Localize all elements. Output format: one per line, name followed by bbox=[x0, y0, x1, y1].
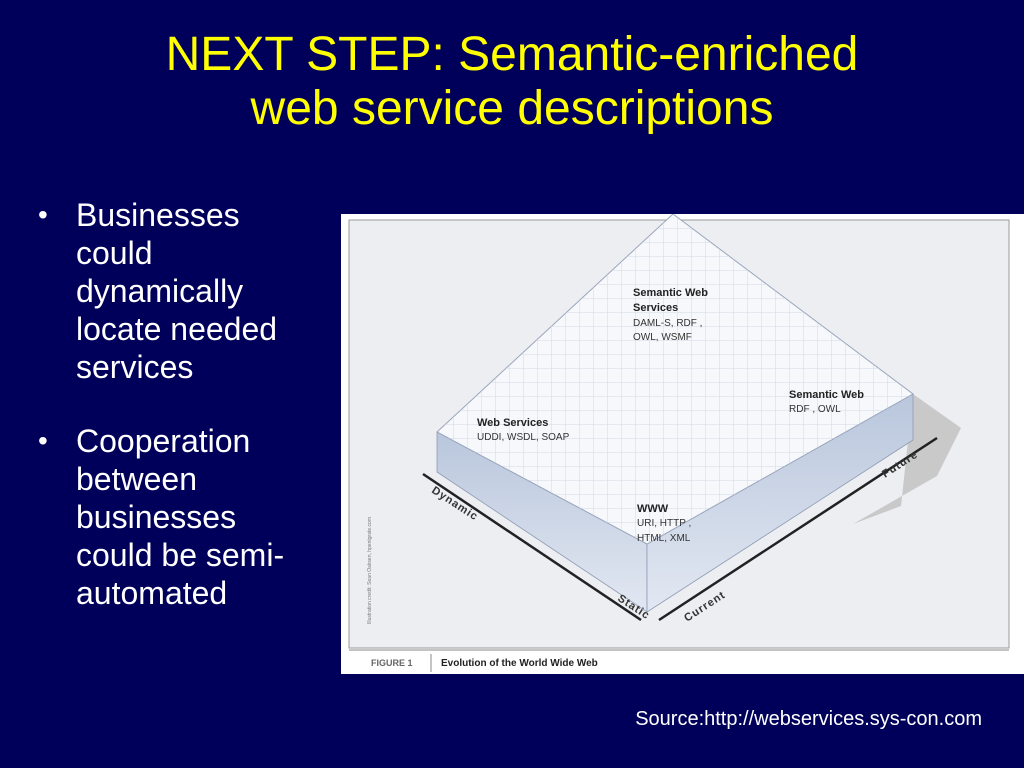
label-semantic-web-tech: RDF , OWL bbox=[789, 404, 841, 415]
title-line-2: web service descriptions bbox=[250, 82, 774, 135]
label-semantic-web-services-tech2: OWL, WSMF bbox=[633, 332, 692, 343]
label-www-tech1: URI, HTTP , bbox=[637, 518, 691, 529]
bullet-line: dynamically bbox=[76, 273, 244, 309]
bullet-item: • Cooperation between businesses could b… bbox=[36, 422, 336, 612]
label-www-tech2: HTML, XML bbox=[637, 533, 691, 544]
surface-grid bbox=[437, 214, 913, 544]
current-future-axis-line bbox=[658, 436, 938, 622]
figure-svg: Semantic Web Services DAML-S, RDF , OWL,… bbox=[348, 214, 1010, 672]
caption-text: Evolution of the World Wide Web bbox=[441, 658, 598, 669]
dynamic-static-axis-line bbox=[422, 472, 642, 622]
label-semantic-web-services-title2: Services bbox=[633, 302, 678, 314]
bullet-line: businesses bbox=[76, 499, 237, 535]
bullet-list: • Businesses could dynamically locate ne… bbox=[36, 196, 336, 648]
label-www-title: WWW bbox=[637, 503, 669, 515]
slide-title: NEXT STEP: Semantic-enriched web service… bbox=[0, 28, 1024, 136]
bullet-item: • Businesses could dynamically locate ne… bbox=[36, 196, 336, 386]
bullet-line: could bbox=[76, 235, 153, 271]
bullet-line: between bbox=[76, 461, 197, 497]
bullet-dot: • bbox=[38, 425, 48, 456]
label-semantic-web-services-title1: Semantic Web bbox=[633, 287, 708, 299]
bullet-dot: • bbox=[38, 199, 48, 230]
label-web-services-title: Web Services bbox=[477, 417, 548, 429]
bullet-line: could be semi- bbox=[76, 537, 285, 573]
source-citation: Source:http://webservices.sys-con.com bbox=[635, 708, 982, 730]
label-semantic-web-services-tech1: DAML-S, RDF , bbox=[633, 318, 702, 329]
caption-figure-number: FIGURE 1 bbox=[371, 658, 413, 668]
label-web-services-tech: UDDI, WSDL, SOAP bbox=[477, 432, 570, 443]
figure-evolution-www: Semantic Web Services DAML-S, RDF , OWL,… bbox=[341, 214, 1024, 674]
title-line-1: NEXT STEP: Semantic-enriched bbox=[165, 28, 859, 81]
bullet-line: Cooperation bbox=[76, 423, 251, 459]
bullet-line: automated bbox=[76, 575, 228, 611]
label-semantic-web-title: Semantic Web bbox=[789, 389, 864, 401]
illustration-credit: Illustration credit: Sean Oaksen, hpentg… bbox=[367, 517, 373, 624]
bullet-line: locate needed bbox=[76, 311, 278, 347]
bullet-line: services bbox=[76, 349, 194, 385]
bullet-line: Businesses bbox=[76, 197, 240, 233]
